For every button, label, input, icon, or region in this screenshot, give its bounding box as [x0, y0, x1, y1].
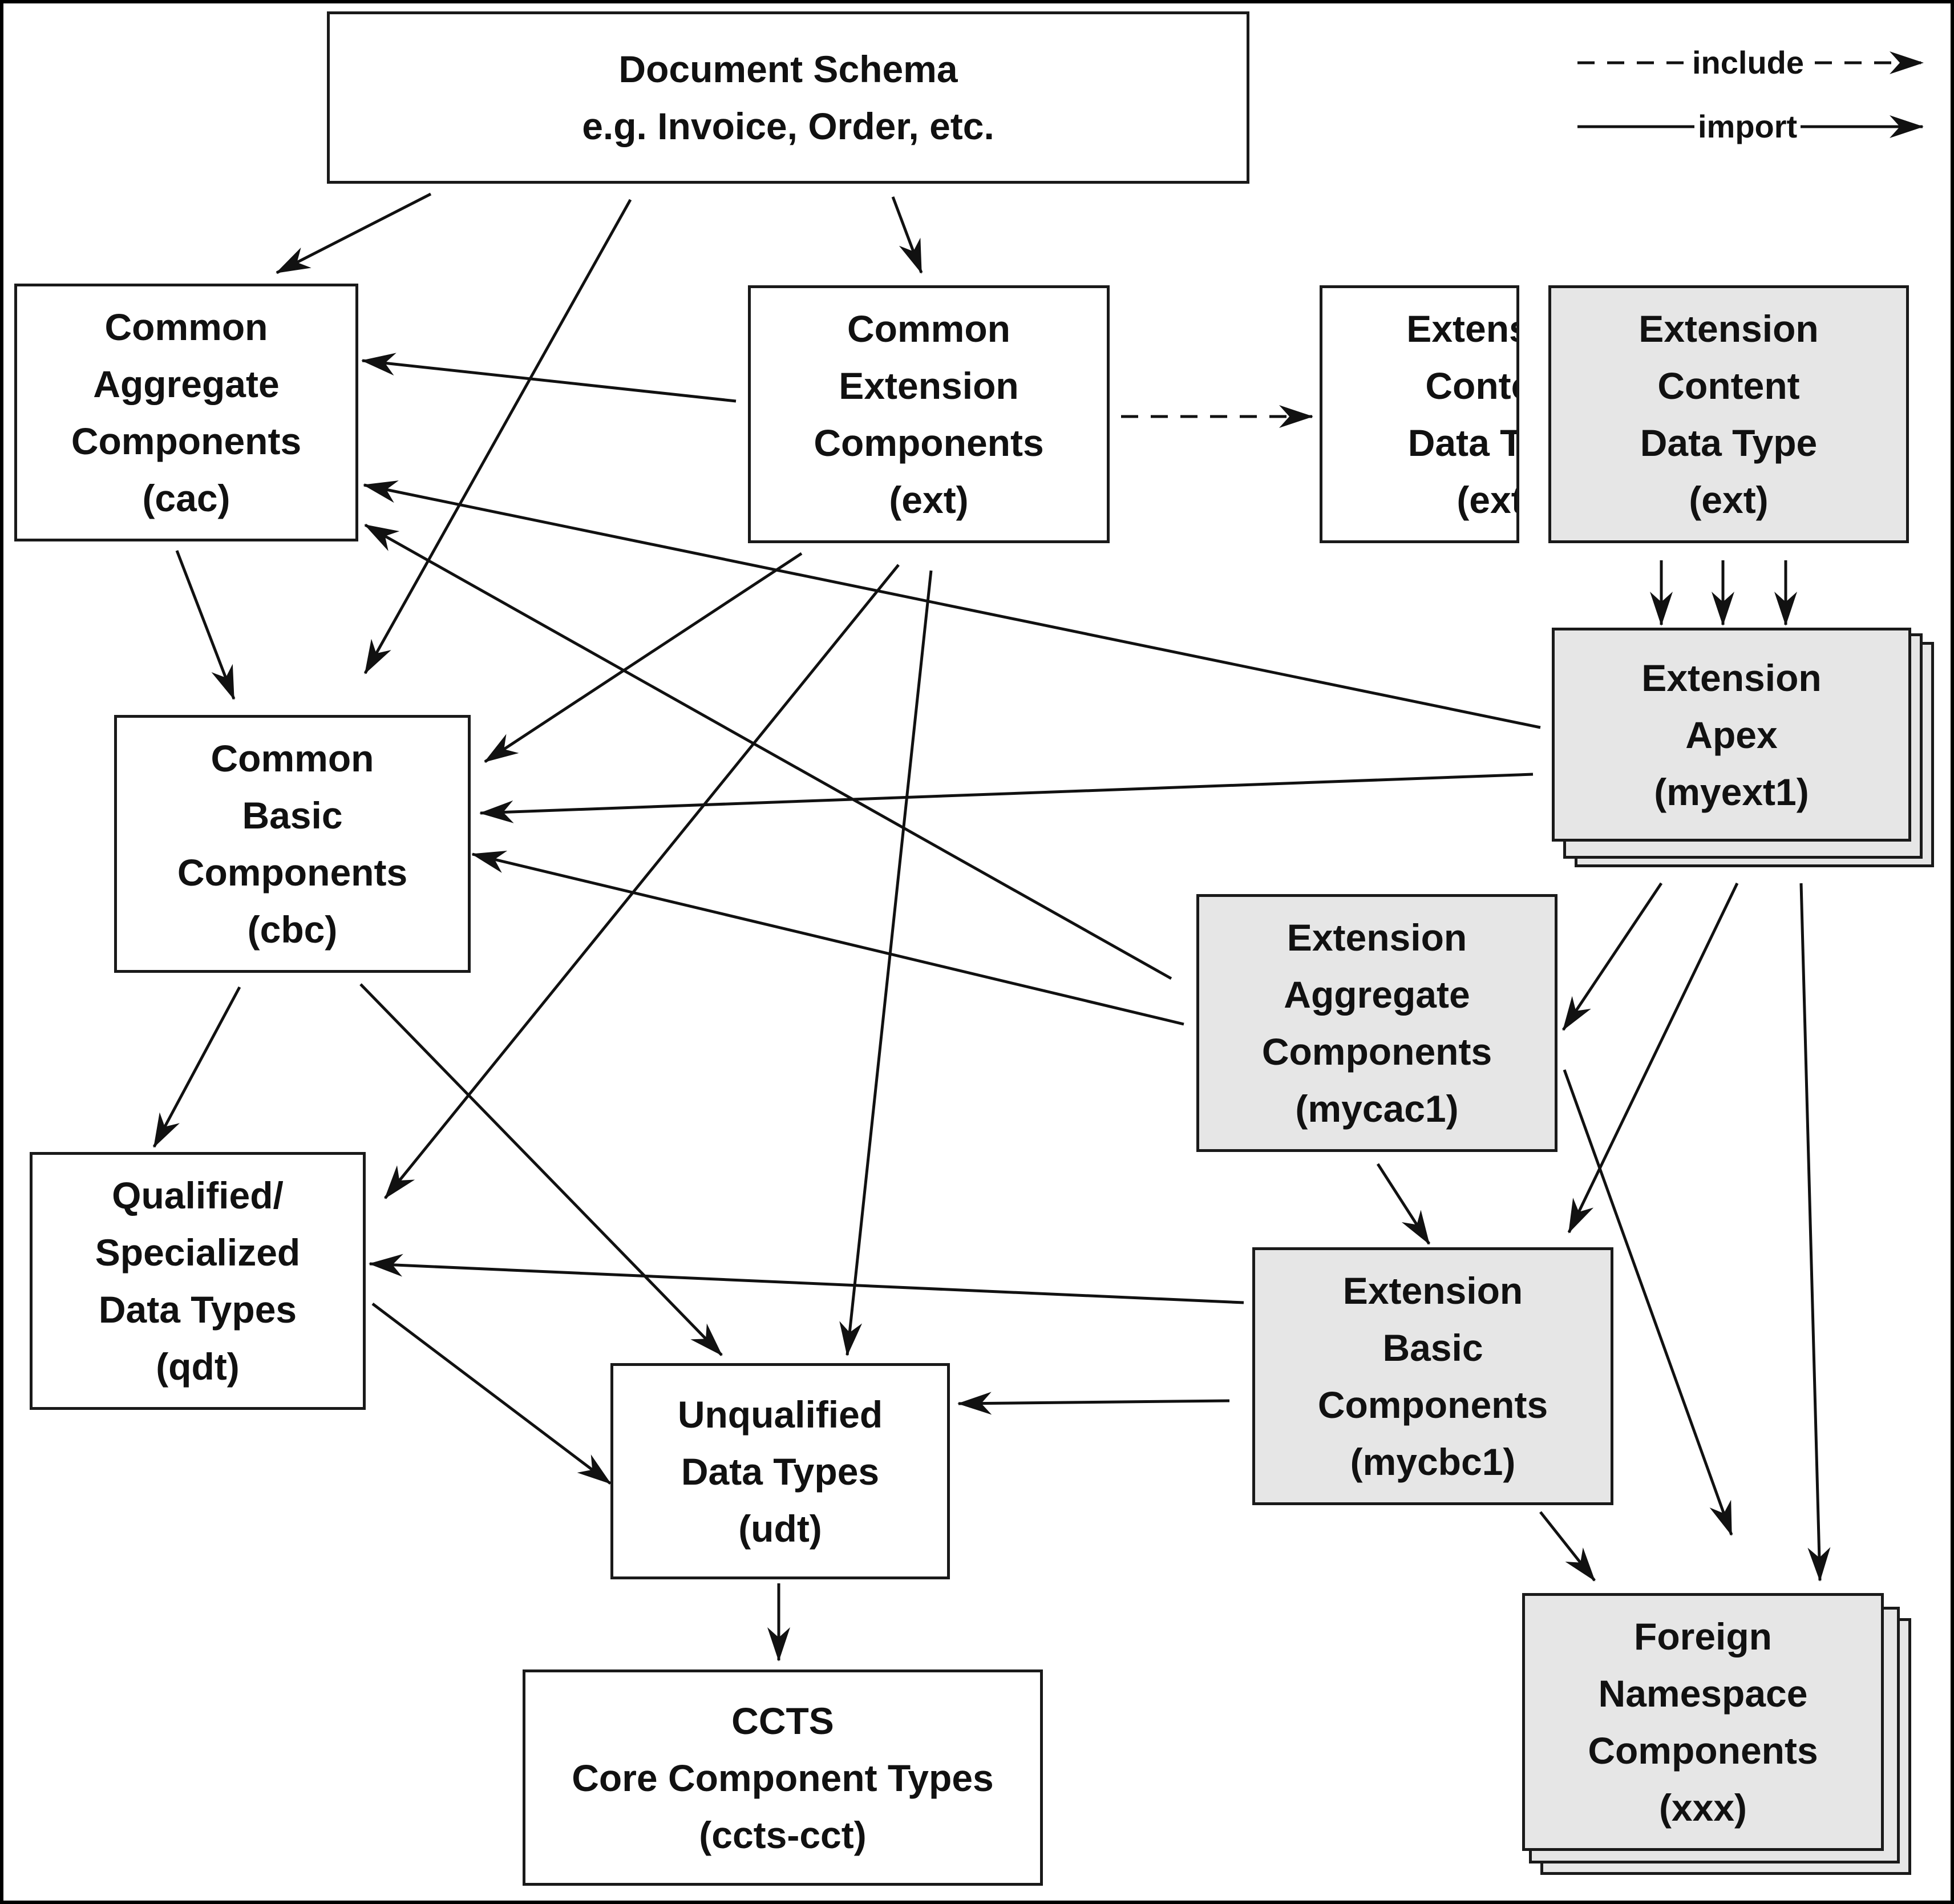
box-label-line: (mycac1) — [1295, 1088, 1459, 1130]
box-label-line: Common — [847, 308, 1010, 350]
import-arrow — [484, 552, 803, 763]
box-label-line: CCTS — [731, 1699, 834, 1742]
box-label-line: (ext) — [1457, 479, 1516, 521]
box-label-line: (cac) — [142, 477, 230, 519]
import-arrow — [276, 192, 432, 274]
box-label-line: Common — [211, 737, 374, 779]
box-label-line: Data Type — [1640, 422, 1818, 464]
box-label-line: e.g. Invoice, Order, etc. — [582, 105, 994, 147]
box-label-line: Specialized — [95, 1231, 301, 1274]
import-arrow — [363, 480, 1541, 729]
box-label-line: Document Schema — [618, 48, 958, 90]
box-label-line: Extension — [1342, 1270, 1523, 1312]
box-label-line: (ext) — [889, 479, 969, 521]
box-label-line: (cbc) — [247, 908, 338, 951]
import-arrow — [369, 1254, 1244, 1304]
box-label-line: Components — [71, 420, 302, 462]
box-label-line: (ext) — [1689, 479, 1769, 521]
legend-import-label: import — [1694, 107, 1801, 147]
box-label-line: (myext1) — [1654, 770, 1809, 813]
box-label-line: Content — [1425, 365, 1516, 407]
box-label-line: Components — [1261, 1030, 1492, 1073]
box-label-line: Basic — [242, 794, 343, 836]
legend-include-label: include — [1689, 43, 1808, 83]
box-label-line: Data Types — [681, 1450, 880, 1493]
box-label-line: Components — [814, 422, 1044, 464]
import-arrow — [839, 570, 933, 1356]
import-arrow — [1563, 1069, 1733, 1536]
import-arrow — [371, 1303, 612, 1485]
box-label-line: Apex — [1685, 713, 1778, 756]
box-label-line: Extension — [1287, 916, 1467, 959]
box-label-line: Namespace — [1598, 1672, 1808, 1715]
box-label-line: Data Type — [1407, 422, 1519, 464]
import-arrow — [1799, 883, 1831, 1582]
box-label-line: (qdt) — [156, 1345, 240, 1388]
import-arrow — [384, 564, 900, 1199]
import-arrow — [364, 523, 1172, 980]
import-arrow — [1561, 882, 1663, 1031]
box-label-line: Qualified/ — [112, 1174, 284, 1216]
document-schema-box[interactable]: Document Schema e.g. Invoice, Order, etc. — [327, 11, 1249, 184]
box-label-line: Aggregate — [1284, 973, 1470, 1016]
import-arrow — [957, 1392, 1230, 1415]
import-arrow — [1567, 882, 1739, 1234]
import-arrow — [891, 196, 923, 274]
box-label-line: Foreign — [1634, 1615, 1772, 1658]
box-label-line: (mycbc1) — [1350, 1441, 1516, 1483]
ccts-core-component-types-box[interactable]: CCTS Core Component Types (ccts-cct) — [523, 1669, 1043, 1886]
box-label-line: (xxx) — [1658, 1786, 1747, 1829]
box-label-line: Extension — [1641, 656, 1822, 699]
box-label-line: Extension — [1406, 308, 1516, 350]
box-label-line: Components — [1588, 1729, 1818, 1772]
import-arrow — [471, 851, 1184, 1026]
import-arrow — [1376, 1163, 1431, 1245]
import-arrow — [479, 773, 1534, 823]
box-label-line: Extension — [839, 365, 1019, 407]
box-label-line: Content — [1657, 365, 1800, 407]
box-label-line: Data Types — [98, 1288, 297, 1331]
import-arrow — [175, 550, 236, 700]
box-label-line: Aggregate — [93, 363, 280, 405]
import-arrow — [1539, 1511, 1596, 1582]
box-label-line: Components — [177, 851, 408, 894]
box-label-line: Core Component Types — [572, 1756, 994, 1799]
import-arrow — [363, 199, 632, 674]
box-label-line: (ccts-cct) — [699, 1813, 867, 1856]
import-arrow — [361, 353, 737, 403]
box-label-line: Common — [104, 306, 268, 348]
box-label-line: Unqualified — [677, 1393, 883, 1436]
import-arrow — [152, 986, 241, 1148]
box-label-line: (udt) — [738, 1507, 822, 1550]
box-label-line: Extension — [1639, 308, 1819, 350]
import-arrow — [359, 983, 723, 1356]
edges — [152, 192, 1831, 1662]
box-label-line: Components — [1317, 1384, 1548, 1426]
box-label-line: Basic — [1382, 1327, 1483, 1369]
